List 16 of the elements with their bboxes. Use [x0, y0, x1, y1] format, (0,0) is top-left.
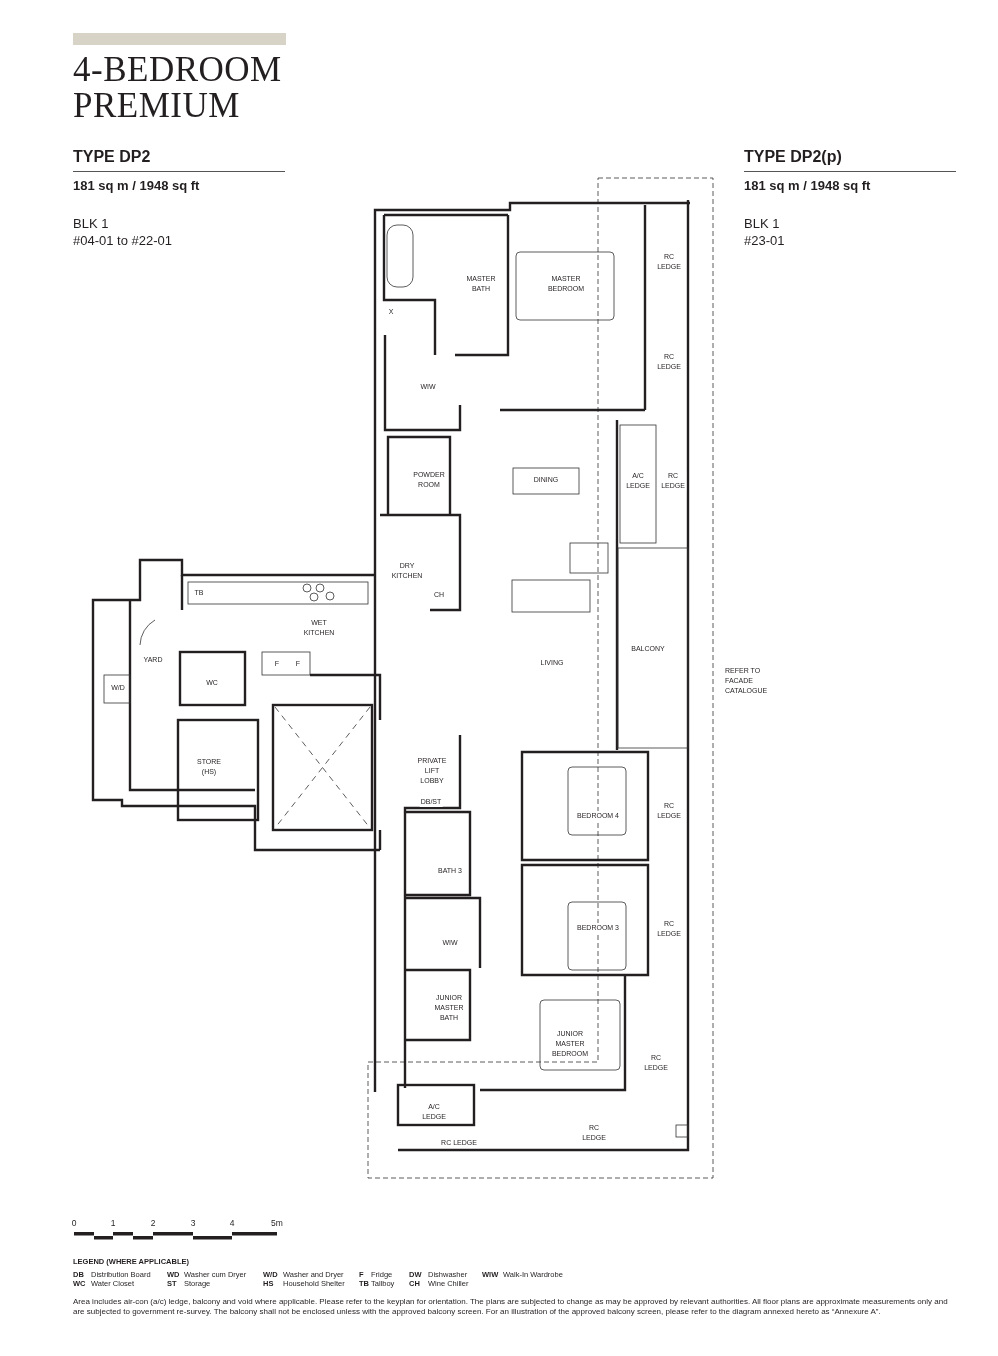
unit-area-text: 181 sq m / 1948 sq ft: [744, 178, 871, 193]
scale-number: 0: [71, 1218, 77, 1228]
scale-number: 1: [110, 1218, 116, 1228]
unit-area-text: 181 sq m / 1948 sq ft: [73, 178, 200, 193]
block-unit-text: #04-01 to #22-01: [73, 233, 173, 248]
scale-number: 5m: [271, 1218, 283, 1228]
block-unit-text: BLK 1: [744, 216, 780, 231]
scale-number: 3: [190, 1218, 196, 1228]
block-unit-text: #23-01: [744, 233, 785, 248]
unit-type-heading: TYPE DP2: [73, 148, 151, 166]
block-unit-text: BLK 1: [73, 216, 109, 231]
plan-title: 4-BEDROOM PREMIUM: [73, 52, 283, 124]
scale-number: 2: [150, 1218, 156, 1228]
scale-number: 4: [229, 1218, 235, 1228]
unit-type-heading: TYPE DP2(p): [744, 148, 842, 166]
disclaimer-paragraph: Area includes air-con (a/c) ledge, balcony and void where applicable. Please refer to the keyplan for orientation. The plans are subjected to change as may be approved by relevant authorities. All floor plans are approximate measurements only and are subjected to government re-survey. The balcony shall not be enclosed unless with the approved balcony screen. For an illustration of the approved balcony screen, please refer to the diagram annexed hereto as “Annexure A”.: [73, 1297, 949, 1317]
